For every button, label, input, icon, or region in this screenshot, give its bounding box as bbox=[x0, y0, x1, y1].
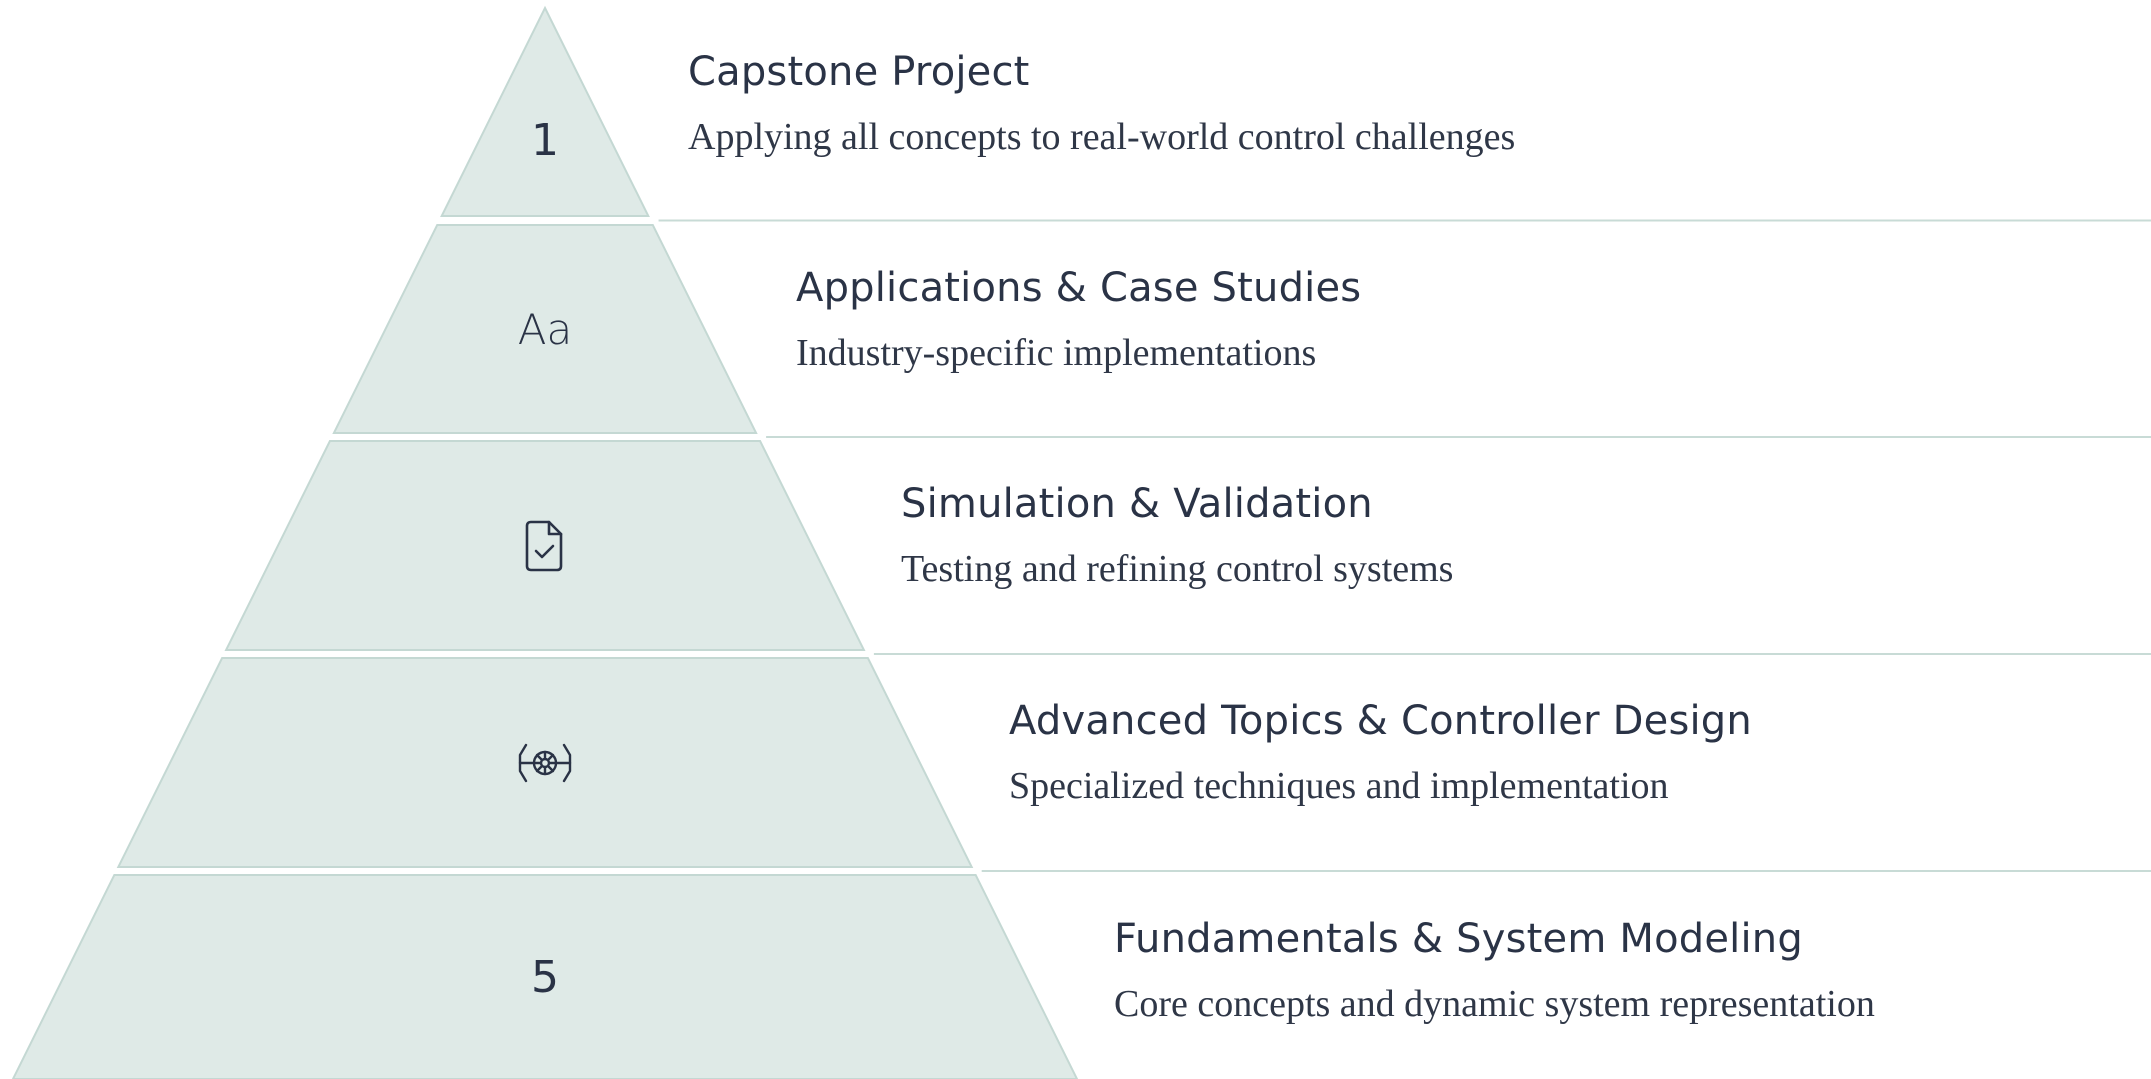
pyramid-tier-4 bbox=[116, 657, 974, 868]
pyramid-tier-5 bbox=[11, 874, 1079, 1079]
tier-description-1: Applying all concepts to real-world cont… bbox=[688, 116, 1516, 158]
pyramid-tier-2 bbox=[332, 224, 758, 434]
tier-title-3: Simulation & Validation bbox=[901, 481, 1373, 527]
tier-title-2: Applications & Case Studies bbox=[796, 265, 1362, 311]
tie-fighter-icon bbox=[505, 733, 585, 793]
typography-icon: Aa bbox=[505, 299, 585, 359]
tier-title-1: Capstone Project bbox=[688, 49, 1030, 95]
tier-description-5: Core concepts and dynamic system represe… bbox=[1114, 983, 1875, 1025]
typography-icon-label: Aa bbox=[517, 304, 573, 354]
number-one-icon: 1 bbox=[505, 110, 585, 170]
document-check-icon bbox=[505, 516, 585, 576]
tier-title-5: Fundamentals & System Modeling bbox=[1114, 916, 1803, 962]
pyramid-tier-3 bbox=[224, 440, 866, 651]
tier-description-4: Specialized techniques and implementatio… bbox=[1009, 765, 1669, 807]
tier-title-4: Advanced Topics & Controller Design bbox=[1009, 698, 1752, 744]
number-five-icon-label: 5 bbox=[531, 951, 559, 1003]
tier-description-3: Testing and refining control systems bbox=[901, 548, 1454, 590]
pyramid-tier-1 bbox=[440, 5, 650, 217]
number-five-icon: 5 bbox=[505, 947, 585, 1007]
tier-description-2: Industry-specific implementations bbox=[796, 332, 1317, 374]
number-one-icon-label: 1 bbox=[531, 114, 559, 166]
